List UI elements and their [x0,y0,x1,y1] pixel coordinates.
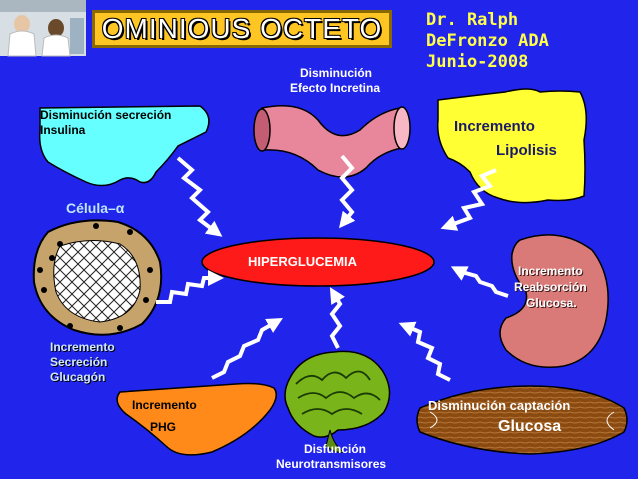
glucagon-label-3: Glucagón [50,370,106,384]
kidney-label-2: Reabsorción [514,280,587,294]
kidney-label-3: Glucosa. [526,296,577,310]
arrow-alpha [156,270,224,304]
author-line-2: DeFronzo ADA [426,31,549,51]
brain-label-1: Disfunción [304,442,366,456]
liver-shape [116,382,277,456]
pancreas-label-1: Disminución secreción [40,108,172,122]
lab-photo [0,0,86,57]
slide-title: OMINIOUS OCTETO [101,13,383,44]
lipolysis-label-2: Lipolisis [496,142,557,159]
glucagon-label-2: Secreción [50,355,108,369]
author-line-1: Dr. Ralph [426,10,519,30]
arrow-liver [211,318,283,380]
title-banner: OMINIOUS OCTETO [92,10,392,48]
pancreas-shape [38,105,210,187]
arrow-pancreas [176,156,223,237]
brain-shape [284,350,391,453]
brain-label-2: Neurotransmisores [276,457,387,471]
incretin-label-1: Disminución [300,66,373,80]
fat-shape [436,88,587,204]
hyperglycemia-ellipse [201,237,435,287]
intestine-shape [253,105,411,178]
arrow-brain [329,287,345,349]
author-line-3: Junio-2008 [426,52,529,72]
liver-label-1: Incremento [132,398,197,412]
muscle-shape [416,385,628,455]
pancreas-label-2: Insulina [40,123,86,137]
hyperglycemia-label: HIPERGLUCEMIA [248,254,358,269]
arrow-muscle [398,321,451,382]
kidney-label-1: Incremento [518,264,583,278]
liver-label-2: PHG [150,420,177,434]
alpha-cell-cluster [32,219,163,336]
arrow-incretin [339,154,356,229]
arrow-kidney [450,266,509,298]
arrow-lipolysis [440,168,497,231]
muscle-label-1: Disminución captación [428,398,571,413]
muscle-label-2: Glucosa [498,418,562,435]
glucagon-label-1: Incremento [50,340,115,354]
alpha-cell-label: Célula–α [66,200,125,216]
lipolysis-label-1: Incremento [454,118,535,135]
incretin-label-2: Efecto Incretina [290,81,381,95]
kidney-shape [499,234,609,369]
